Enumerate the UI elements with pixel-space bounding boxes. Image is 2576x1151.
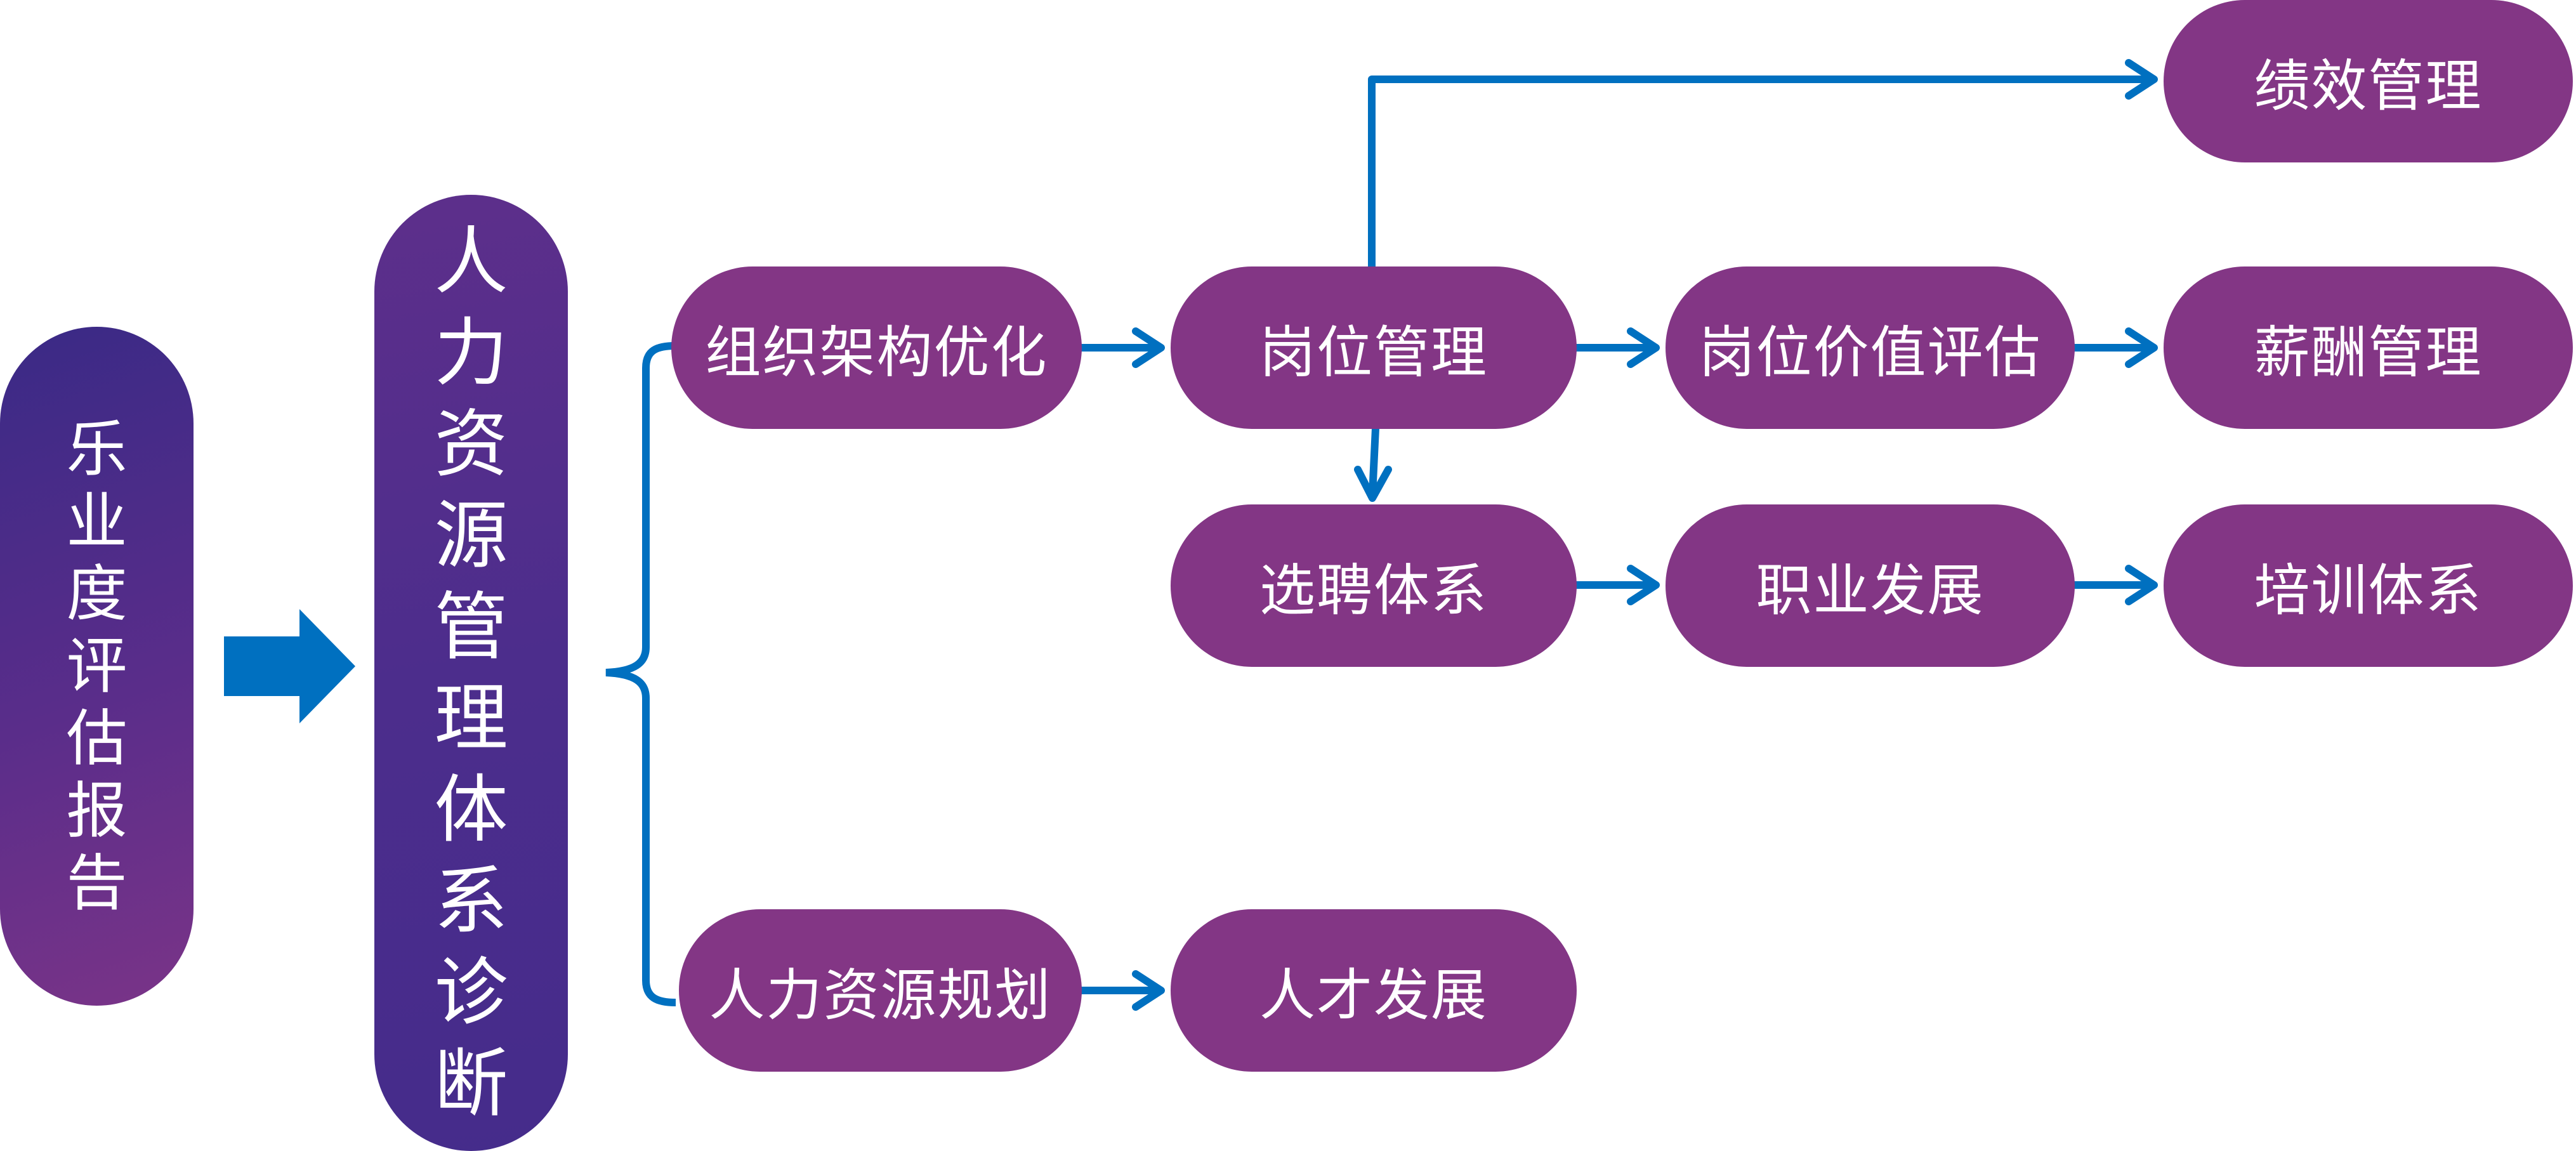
compensation-label: 薪酬管理 xyxy=(2254,319,2483,385)
vertical-label-char: 业 xyxy=(66,486,128,557)
arrowhead-org-to-position xyxy=(1132,327,1165,368)
vertical-label-char: 理 xyxy=(434,675,508,761)
vertical-label-char: 评 xyxy=(66,631,128,702)
talent-dev-label: 人才发展 xyxy=(1259,962,1488,1028)
curly-brace xyxy=(605,342,676,1006)
vertical-label-char: 人 xyxy=(434,218,508,305)
vertical-label-char: 管 xyxy=(434,584,508,670)
vertical-label-char: 资 xyxy=(434,401,508,487)
vertical-label-char: 诊 xyxy=(434,949,508,1036)
career-node: 职业发展 xyxy=(1666,504,2075,667)
vertical-label-char: 报 xyxy=(66,775,128,846)
org-structure-label: 组织架构优化 xyxy=(705,319,1048,385)
org-structure-node: 组织架构优化 xyxy=(671,266,1082,429)
vertical-label-char: 断 xyxy=(434,1041,508,1127)
arrowhead-eval-to-compensation xyxy=(2125,327,2158,368)
training-node: 培训体系 xyxy=(2164,504,2573,667)
vertical-label-char: 源 xyxy=(434,492,508,579)
vertical-label-char: 体 xyxy=(434,766,508,853)
vertical-label-char: 系 xyxy=(434,858,508,944)
hr-planning-node: 人力资源规划 xyxy=(679,909,1082,1072)
connector-position-to-recruitment xyxy=(1369,424,1379,499)
vertical-label-char: 力 xyxy=(434,310,508,396)
hr-diagnosis-node: 人力资源管理体系诊断 xyxy=(374,195,568,1151)
arrowhead-recruitment-to-career xyxy=(1627,565,1660,605)
arrowhead-planning-to-talent xyxy=(1132,970,1165,1011)
hr-planning-label: 人力资源规划 xyxy=(709,962,1052,1028)
report-node: 乐业度评估报告 xyxy=(0,327,194,1006)
vertical-label-char: 估 xyxy=(66,703,128,774)
performance-node: 绩效管理 xyxy=(2164,0,2573,162)
arrowhead-career-to-training xyxy=(2125,565,2158,605)
performance-label: 绩效管理 xyxy=(2254,53,2483,119)
position-eval-node: 岗位价值评估 xyxy=(1666,266,2075,429)
recruitment-label: 选聘体系 xyxy=(1259,557,1488,623)
vertical-label-char: 告 xyxy=(66,848,128,919)
vertical-label-char: 乐 xyxy=(66,414,128,485)
big-right-arrow xyxy=(224,609,355,723)
recruitment-node: 选聘体系 xyxy=(1171,504,1577,667)
arrowhead-position-to-eval xyxy=(1627,327,1660,368)
arrowhead-position-to-recruitment xyxy=(1354,466,1392,502)
training-label: 培训体系 xyxy=(2254,557,2483,623)
arrowhead-position-to-performance xyxy=(2125,59,2158,100)
position-eval-label: 岗位价值评估 xyxy=(1699,319,2042,385)
position-mgmt-node: 岗位管理 xyxy=(1171,266,1577,429)
talent-dev-node: 人才发展 xyxy=(1171,909,1577,1072)
position-mgmt-label: 岗位管理 xyxy=(1259,319,1488,385)
connector-position-to-performance xyxy=(1368,76,2155,270)
career-label: 职业发展 xyxy=(1756,557,1985,623)
compensation-node: 薪酬管理 xyxy=(2164,266,2573,429)
vertical-label-char: 度 xyxy=(66,558,128,629)
